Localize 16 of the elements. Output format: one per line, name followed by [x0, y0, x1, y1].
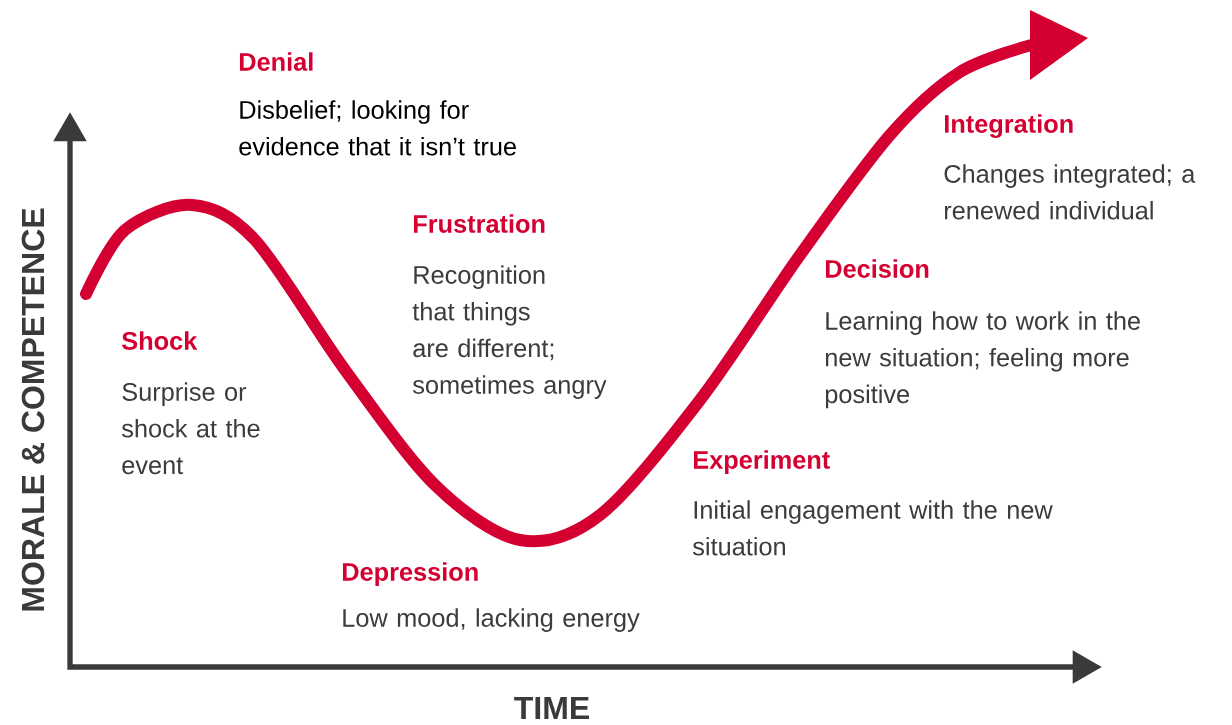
stage-description: Recognition that things are different; sometimes angry: [412, 265, 607, 399]
stage-description: Surprise or shock at the event: [122, 382, 260, 475]
stage-description: Learning how to work in the new situation; feeling more positive: [825, 311, 1140, 409]
stage-heading: Shock: [122, 331, 198, 350]
stage-heading: Decision: [825, 259, 929, 278]
stage-description: Changes integrated; a renewed individual: [944, 164, 1196, 220]
stage-heading: Frustration: [413, 214, 545, 233]
stage-description: Disbelief; looking for evidence that it isn’t true: [239, 100, 516, 156]
stage-heading: Experiment: [693, 450, 830, 474]
stage-heading: Denial: [239, 52, 313, 71]
stage-heading: Integration: [944, 114, 1073, 138]
stage-description: Low mood, lacking energy: [343, 608, 640, 632]
axis-label: MORALE & COMPETENCE: [21, 208, 45, 611]
stage-heading: Depression: [342, 562, 478, 586]
axis-label: TIME: [514, 697, 589, 719]
stage-description: Initial engagement with the new situation: [693, 500, 1053, 556]
